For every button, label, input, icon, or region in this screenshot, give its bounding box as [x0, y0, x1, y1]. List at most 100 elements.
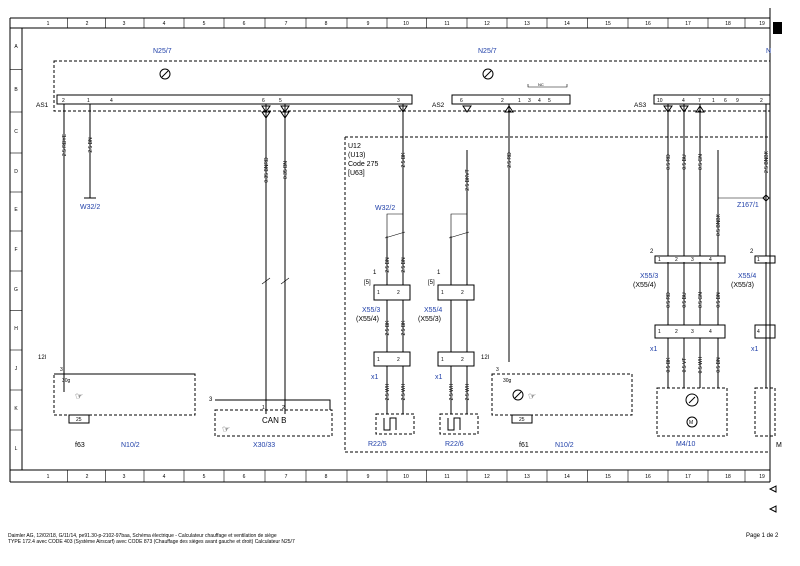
svg-text:[5]: [5]: [428, 280, 435, 286]
column-label: 17: [685, 21, 691, 27]
column-label: 12: [484, 21, 490, 27]
wire-label: 2.5 BKVT: [465, 169, 471, 190]
component-label: (X55/3): [418, 316, 441, 323]
svg-text:5: 5: [548, 98, 551, 104]
wire-label: 2.5 WH: [385, 383, 391, 400]
svg-text:4: 4: [709, 329, 712, 335]
column-label: 7: [285, 474, 288, 480]
column-label: 13: [524, 21, 530, 27]
column-label: 5: [203, 474, 206, 480]
column-label: 3: [123, 474, 126, 480]
component-label: x1: [751, 346, 759, 353]
wire-label: 2.5 BK: [401, 320, 407, 336]
component-label: R22/6: [445, 441, 464, 448]
component-label: N10/2: [121, 442, 140, 449]
wire-label: 2.5 BN: [88, 137, 94, 153]
svg-text:9: 9: [736, 98, 739, 104]
svg-text:30g: 30g: [62, 378, 71, 384]
svg-text:25: 25: [76, 417, 82, 423]
wire-label: 0.5 BN: [716, 292, 722, 308]
svg-text:1: 1: [518, 98, 521, 104]
column-label: 8: [325, 21, 328, 27]
column-label: 10: [403, 21, 409, 27]
svg-text:CAN B: CAN B: [262, 416, 286, 425]
svg-text:2: 2: [397, 357, 400, 363]
column-label: 14: [564, 474, 570, 480]
component-label: Z167/1: [737, 202, 759, 209]
heater-r22-5-icon: [375, 413, 415, 435]
column-label: 7: [285, 21, 288, 27]
column-label: 15: [605, 474, 611, 480]
column-label: 3: [123, 21, 126, 27]
motor-m4-10-icon: M: [656, 387, 728, 437]
plug-number: 2: [750, 249, 754, 255]
plug-x1: [373, 351, 411, 367]
row-label: B: [14, 87, 18, 93]
column-label: 4: [163, 21, 166, 27]
component-label: X55/3: [362, 307, 380, 314]
svg-text:3: 3: [691, 257, 694, 263]
column-label: 12: [484, 474, 490, 480]
wire-label: 2.5 WH: [465, 383, 471, 400]
column-label: 19: [759, 21, 765, 27]
wire-label: 0.5 BK: [666, 357, 672, 373]
svg-text:☞: ☞: [75, 391, 83, 401]
wire-label: 0.5 GN: [698, 154, 704, 170]
column-label: 9: [367, 21, 370, 27]
svg-text:1: 1: [262, 405, 265, 411]
svg-text:2: 2: [675, 257, 678, 263]
wire-label: 2.5 BK: [385, 320, 391, 336]
row-label: D: [14, 169, 18, 175]
component-label: N10/2: [555, 442, 574, 449]
plug-x55-right: 1 [5]: [428, 270, 475, 301]
column-label: 4: [163, 474, 166, 480]
svg-text:1: 1: [441, 290, 444, 296]
svg-text:3: 3: [496, 367, 499, 373]
wire-label: 2.5 BN: [385, 257, 391, 273]
module-symbol-icon: [482, 68, 494, 80]
column-label: 13: [524, 474, 530, 480]
column-label: 17: [685, 474, 691, 480]
svg-text:2: 2: [461, 357, 464, 363]
svg-text:1: 1: [377, 357, 380, 363]
component-label: M4/10: [676, 441, 696, 448]
row-label: E: [14, 207, 18, 213]
component-label: X55/4: [424, 307, 442, 314]
row-label: K: [14, 406, 18, 412]
svg-text:7: 7: [698, 98, 701, 104]
row-label: H: [14, 326, 18, 332]
motor-right-icon: [754, 387, 776, 437]
svg-text:M: M: [689, 420, 693, 426]
component-label: f61: [519, 442, 529, 449]
svg-text:4: 4: [709, 257, 712, 263]
svg-text:2: 2: [461, 290, 464, 296]
wire-label: 2.5 BN: [401, 257, 407, 273]
plug-x55-left: 1 [5]: [364, 270, 411, 301]
svg-text:1: 1: [757, 257, 760, 263]
corner-mark-icon: [773, 22, 782, 34]
svg-text:10: 10: [657, 98, 663, 104]
module-label: N: [766, 48, 771, 55]
connector-label: AS2: [432, 102, 445, 109]
wire-label: 2.5 BK: [401, 152, 407, 168]
wire-label: 2.5 RDYE: [62, 133, 68, 156]
column-label: 1: [47, 21, 50, 27]
wire-label: 0.5 RD: [666, 292, 672, 308]
plug-x1: [754, 324, 776, 339]
wire-label: 0.5 BU: [682, 292, 688, 308]
wire-label: 0.5 GN: [698, 292, 704, 308]
svg-text:4: 4: [538, 98, 541, 104]
wire-label: 2.5 WH: [449, 383, 455, 400]
nc-label: NC: [538, 82, 544, 87]
row-label: C: [14, 129, 18, 135]
svg-text:2: 2: [760, 98, 763, 104]
column-label: 2: [86, 474, 89, 480]
